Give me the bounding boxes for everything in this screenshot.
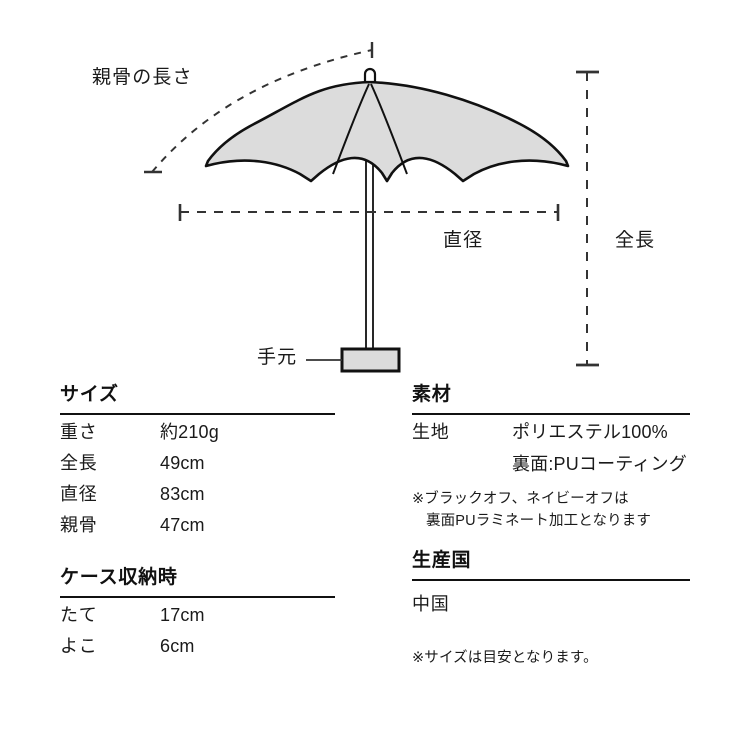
handle-block xyxy=(340,347,401,373)
canopy-shape xyxy=(204,80,570,183)
size-section-title: サイズ xyxy=(60,384,119,405)
canopy-finial xyxy=(363,67,377,84)
case-section-rule xyxy=(60,596,335,598)
table-row: 全長 49cm xyxy=(60,449,335,480)
size-value-rib: 47cm xyxy=(160,515,205,535)
origin-section-title: 生産国 xyxy=(412,549,472,571)
material-note-line1: ※ブラックオフ、ネイビーオフは xyxy=(412,491,629,507)
material-column: 素材 生地 ポリエステル100% 裏面:PUコーティング ※ブラックオフ、ネイビ… xyxy=(412,385,690,667)
material-section-title: 素材 xyxy=(412,384,452,405)
case-value-width: 6cm xyxy=(160,636,195,656)
size-value-diameter: 83cm xyxy=(160,484,205,504)
size-label-diameter: 直径 xyxy=(60,484,98,504)
size-section-rule xyxy=(60,413,335,415)
canopy-seam-left xyxy=(332,83,370,175)
size-column: サイズ 重さ 約210g 全長 49cm 直径 83cm 親骨 47cm ケース… xyxy=(60,385,335,663)
umbrella-canopy xyxy=(204,67,570,183)
size-footnote: ※サイズは目安となります。 xyxy=(412,649,598,666)
size-value-total-length: 49cm xyxy=(160,453,205,473)
table-row: 親骨 47cm xyxy=(60,511,335,542)
material-rows: 生地 ポリエステル100% 裏面:PUコーティング xyxy=(412,418,690,482)
table-row: 直径 83cm xyxy=(60,480,335,511)
case-label-height: たて xyxy=(60,605,98,625)
material-note: ※ブラックオフ、ネイビーオフは 裏面PUラミネート加工となります xyxy=(412,489,690,533)
case-value-height: 17cm xyxy=(160,605,205,625)
specification-tables: サイズ 重さ 約210g 全長 49cm 直径 83cm 親骨 47cm ケース… xyxy=(0,385,750,750)
size-label-weight: 重さ xyxy=(60,422,98,442)
table-row: 重さ 約210g xyxy=(60,418,335,449)
case-rows: たて 17cm よこ 6cm xyxy=(60,601,335,663)
size-rows: 重さ 約210g 全長 49cm 直径 83cm 親骨 47cm xyxy=(60,418,335,542)
material-label-fabric: 生地 xyxy=(412,422,450,442)
material-value-coating: 裏面:PUコーティング xyxy=(512,454,687,474)
size-label-total-length: 全長 xyxy=(60,453,98,473)
material-value-fabric: ポリエステル100% xyxy=(512,422,668,442)
table-row: たて 17cm xyxy=(60,601,335,632)
diameter-dimension xyxy=(178,204,560,221)
material-note-line2: 裏面PUラミネート加工となります xyxy=(426,512,652,529)
rib-length-dimension xyxy=(144,42,374,174)
table-row: よこ 6cm xyxy=(60,632,335,663)
material-section-rule xyxy=(412,413,690,415)
origin-value: 中国 xyxy=(412,593,450,614)
case-label-width: よこ xyxy=(60,636,98,656)
case-section-title: ケース収納時 xyxy=(60,567,178,588)
table-row: 生地 ポリエステル100% xyxy=(412,418,690,450)
total-length-dimension xyxy=(576,70,599,367)
total-length-label: 全長 xyxy=(615,230,656,251)
origin-section-rule xyxy=(412,578,690,581)
rib-length-dashed-arc xyxy=(151,49,373,173)
size-value-weight: 約210g xyxy=(160,422,219,442)
table-row: 裏面:PUコーティング xyxy=(412,450,690,482)
rib-length-label: 親骨の長さ xyxy=(92,67,193,88)
size-label-rib: 親骨 xyxy=(60,515,98,535)
umbrella-diagram: 親骨の長さ 直径 全長 手元 xyxy=(92,42,656,373)
umbrella-handle xyxy=(340,347,401,373)
umbrella-diagram-svg xyxy=(144,42,599,373)
canopy-seam-right xyxy=(370,83,408,175)
handle-label: 手元 xyxy=(257,347,298,368)
diameter-label: 直径 xyxy=(443,230,484,251)
